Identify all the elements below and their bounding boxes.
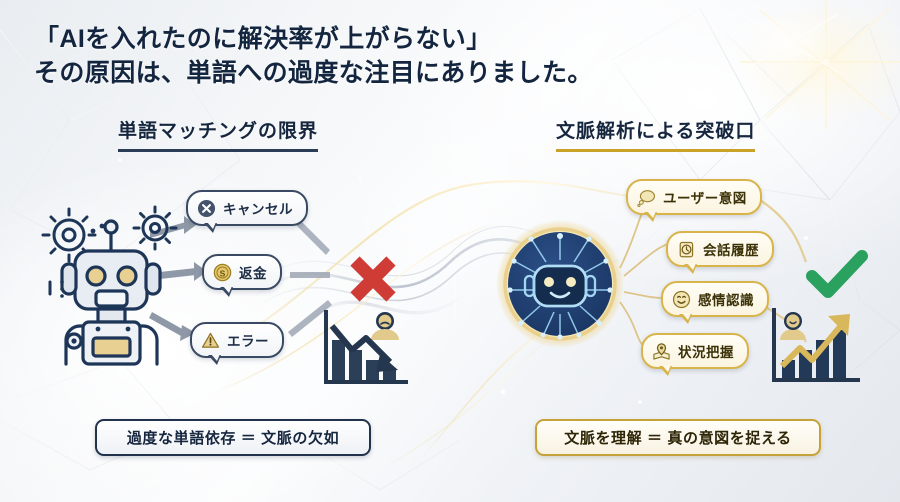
thought-bubble-icon [637,189,656,207]
bubble-tail [679,313,692,324]
red-x-mark [350,256,396,302]
title-line-1: 「AIを入れたのに解決率が上がらない」 [34,25,492,53]
circle-x-icon [197,199,216,217]
context-pill-situation[interactable]: 状況把握 [641,333,749,376]
context-pill-label: 感情認識 [698,293,754,308]
green-check-mark [806,250,868,298]
bubble-tail [208,354,221,365]
section-heading-right: 文脈解析による突破口 [556,116,756,152]
sad-person-icon [371,312,399,340]
smiley-face-icon [672,290,691,308]
coin-dollar-icon: S [213,263,232,281]
keyword-pill-label: 返金 [239,266,267,281]
caption-right: 文脈を理解 ＝ 真の意図を捉える [535,419,821,456]
declining-bar-chart-icon [324,310,408,384]
keyword-pill-error[interactable]: エラー [190,322,284,365]
keyword-pill-label: エラー [227,334,269,349]
happy-person-icon [780,312,806,340]
page-title: 「AIを入れたのに解決率が上がらない」 その原因は、単語への過度な注目にありまし… [34,22,593,90]
map-pin-icon [653,342,670,360]
bubble-tail [220,286,233,297]
scroll-clock-icon [679,241,694,257]
caption-left: 過度な単語依存 ＝ 文脈の欠如 [95,419,371,456]
ai-robot-illustration [41,205,178,366]
warning-triangle-icon [201,332,220,348]
keyword-pill-cancel[interactable]: キャンセル [186,190,308,233]
bubble-tail [684,263,697,274]
context-pill-label: ユーザー意図 [663,191,747,206]
title-line-2: その原因は、単語への過度な注目にありました。 [34,59,593,87]
context-pill-history[interactable]: 会話履歴 [666,231,774,274]
keyword-pill-label: キャンセル [223,202,293,217]
context-pill-label: 会話履歴 [703,243,759,258]
bubble-tail [659,365,672,376]
context-pill-user-intent[interactable]: ユーザー意図 [626,179,762,222]
section-heading-left: 単語マッチングの限界 [118,116,319,152]
bubble-tail [644,211,657,222]
ai-context-orb [496,220,624,348]
context-pill-label: 状況把握 [678,345,734,360]
keyword-pill-refund[interactable]: S 返金 [202,254,282,297]
svg-text:S: S [220,268,226,278]
context-pill-emotion[interactable]: 感情認識 [661,281,769,324]
bubble-tail [204,222,217,233]
rising-bar-chart-icon [772,308,860,382]
